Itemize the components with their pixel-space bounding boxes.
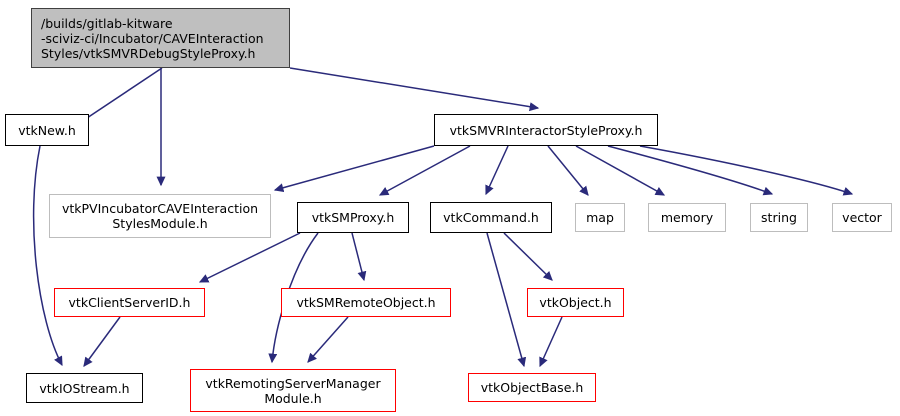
node-vtknew[interactable]: vtkNew.h (5, 114, 89, 146)
node-string[interactable]: string (750, 203, 808, 232)
node-memory[interactable]: memory (648, 203, 726, 232)
edge-clientserverid-to-iostream (83, 316, 121, 367)
node-objectbase[interactable]: vtkObjectBase.h (468, 373, 596, 402)
edge-proxy-to-command (485, 145, 509, 196)
edge-proxy-to-vector (639, 145, 854, 196)
edge-proxy-to-string (607, 145, 774, 196)
edge-smremote-to-remotingmodule (307, 316, 349, 363)
edge-vtknew-to-iostream (32, 145, 63, 367)
node-vtkobject[interactable]: vtkObject.h (527, 288, 624, 317)
node-clientserverid[interactable]: vtkClientServerID.h (54, 288, 205, 317)
node-iostream[interactable]: vtkIOStream.h (26, 373, 143, 403)
edge-proxy-to-module (273, 145, 435, 193)
edge-smproxy-to-clientserverid (198, 232, 301, 283)
edge-proxy-to-smproxy (378, 145, 471, 196)
edge-root-to-proxy (289, 67, 540, 112)
edge-smproxy-to-smremote (351, 232, 367, 282)
edge-proxy-to-map (547, 145, 589, 196)
node-module[interactable]: vtkPVIncubatorCAVEInteraction StylesModu… (49, 194, 271, 238)
node-vector[interactable]: vector (832, 203, 892, 232)
edge-command-to-vtkobject (503, 232, 553, 281)
edge-vtkobject-to-objectbase (539, 316, 563, 368)
node-smremote[interactable]: vtkSMRemoteObject.h (281, 288, 451, 317)
edge-proxy-to-memory (575, 145, 666, 196)
node-proxy[interactable]: vtkSMVRInteractorStyleProxy.h (434, 114, 658, 146)
node-root: /builds/gitlab-kitware -sciviz-ci/Incuba… (31, 8, 290, 68)
node-smproxy[interactable]: vtkSMProxy.h (297, 202, 409, 233)
node-remotingmodule[interactable]: vtkRemotingServerManager Module.h (190, 369, 396, 412)
edge-command-to-objectbase (486, 232, 527, 368)
node-map[interactable]: map (575, 203, 625, 232)
node-command[interactable]: vtkCommand.h (430, 202, 552, 233)
